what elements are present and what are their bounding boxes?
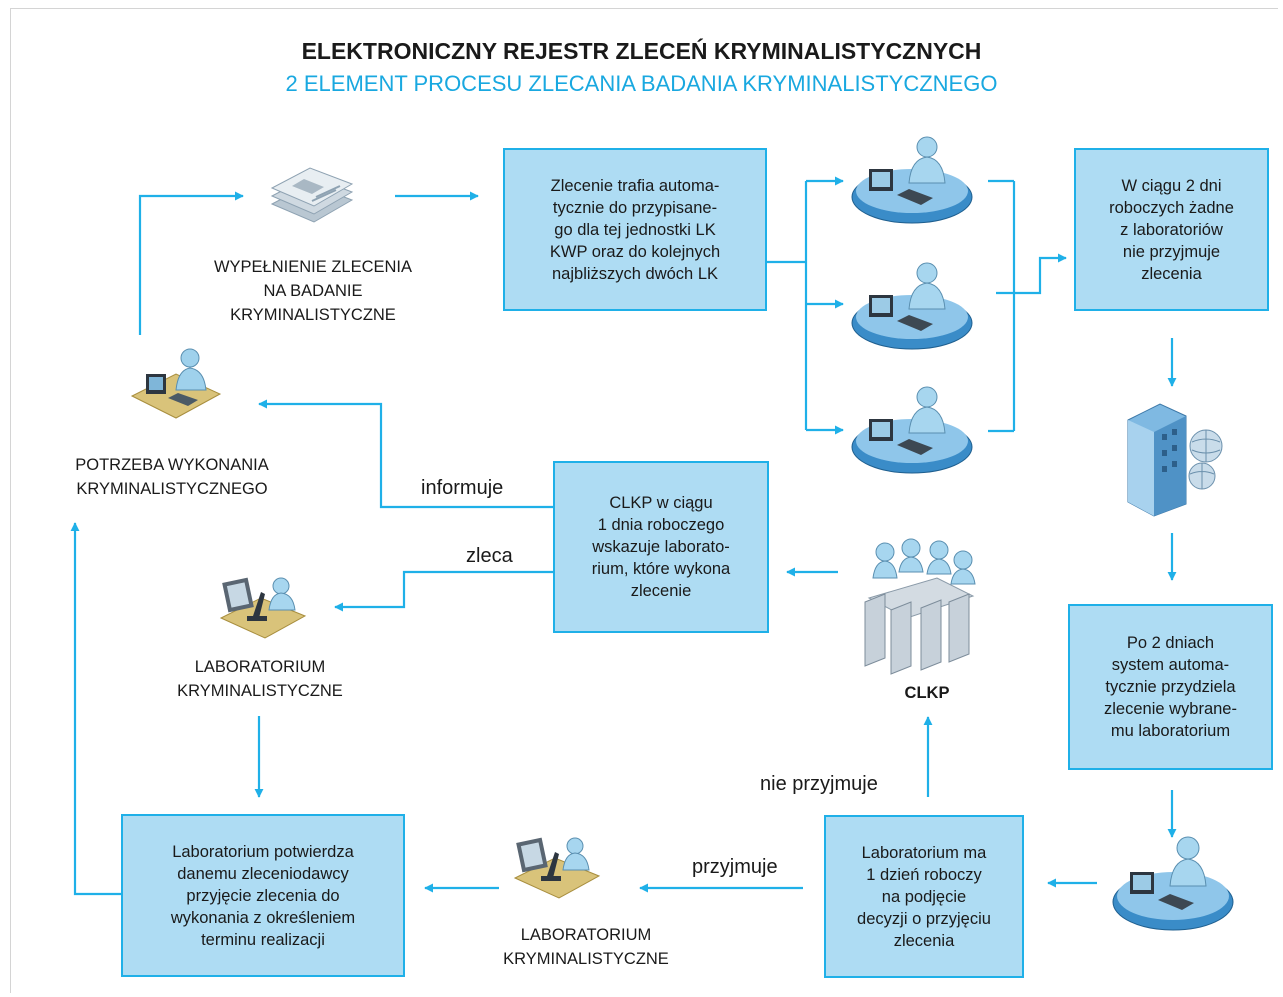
clkp-label: CLKP	[904, 684, 950, 702]
lab-workstation-icon	[851, 136, 973, 224]
arrow-orders	[334, 570, 553, 612]
arrow-confirm-to-need	[70, 522, 121, 896]
lab-workstation-icon	[851, 386, 973, 474]
arrow-informs	[258, 399, 553, 509]
arrow-merge-to-noaccept	[1014, 253, 1067, 295]
clkp-decides-box: CLKP w ciągu 1 dnia roboczego wskazuje l…	[553, 461, 769, 633]
page-frame	[10, 8, 1278, 993]
arrow-need-to-fill	[138, 191, 244, 335]
order-routed-box: Zlecenie trafia automa- tycznie do przyp…	[503, 148, 767, 311]
auto-assign-box: Po 2 dniach system automa- tycznie przyd…	[1068, 604, 1273, 770]
lab-workstation-icon	[851, 262, 973, 350]
diagram-subtitle: 2 ELEMENT PROCESU ZLECANIA BADANIA KRYMI…	[285, 71, 998, 96]
document-stack-icon	[270, 167, 354, 223]
no-accept-box: W ciągu 2 dni roboczych żadne z laborato…	[1074, 148, 1269, 311]
lab-workstation-icon	[1112, 836, 1234, 931]
meeting-group-icon	[864, 538, 976, 675]
microscope-lab-icon	[219, 577, 307, 639]
diagram-title: ELEKTRONICZNY REJESTR ZLECEŃ KRYMINALIST…	[301, 38, 982, 64]
edge-label-not-accept: nie przyjmuje	[760, 773, 878, 795]
operator-workstation-icon	[130, 348, 222, 419]
confirm-box: Laboratorium potwierdza danemu zleceniod…	[121, 814, 405, 977]
edge-label-accepts: przyjmuje	[692, 856, 778, 878]
lab-bottom-label: LABORATORIUM KRYMINALISTYCZNE	[503, 926, 669, 968]
fill-order-label: WYPEŁNIENIE ZLECENIA NA BADANIE KRYMINAL…	[213, 258, 413, 324]
need-label: POTRZEBA WYKONANIA KRYMINALISTYCZNEGO	[75, 456, 269, 498]
edge-label-informs: informuje	[421, 477, 504, 499]
server-system-icon	[1127, 403, 1223, 517]
lab-decision-box: Laboratorium ma 1 dzień roboczy na podję…	[824, 815, 1024, 978]
microscope-lab-icon	[513, 837, 601, 899]
lab-top-label: LABORATORIUM KRYMINALISTYCZNE	[177, 658, 343, 700]
edge-label-orders: zleca	[466, 545, 513, 567]
